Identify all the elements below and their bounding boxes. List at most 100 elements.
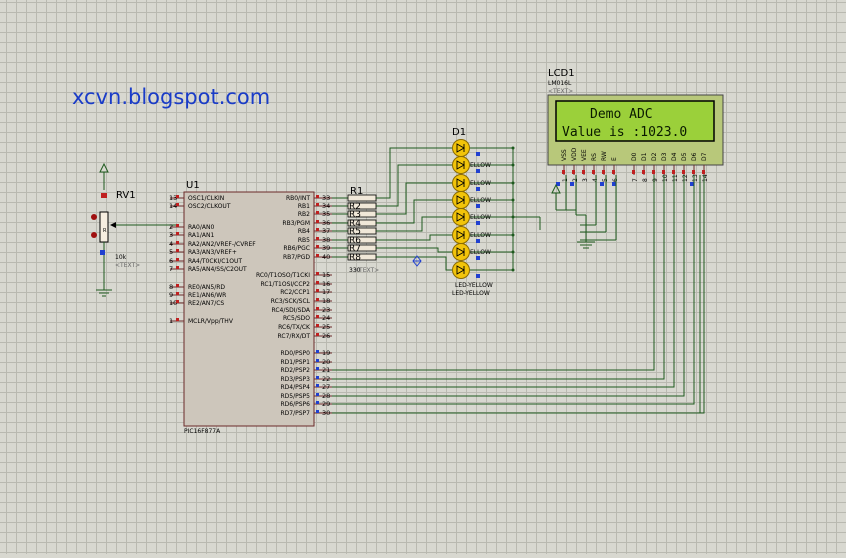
vcc-arrow-icon [99, 162, 109, 173]
rpack-text: <TEXT> [354, 267, 379, 274]
mcu-pin-marker [316, 298, 319, 301]
mcu-pin-name[interactable]: RD6/PSP6 [281, 401, 311, 408]
mcu-pin-marker [316, 410, 319, 413]
mcu-pin-name[interactable]: RD2/PSP2 [281, 367, 311, 374]
led-icon[interactable] [452, 174, 470, 192]
mcu-pin-number: 40 [322, 253, 330, 261]
mcu-pin-marker [316, 393, 319, 396]
mcu-pin-name[interactable]: RE0/AN5/RD [188, 284, 225, 291]
mcu-pin-number: 37 [322, 227, 330, 235]
mcu-pin-name[interactable]: RC7/RX/DT [278, 333, 311, 340]
wire-junction [511, 233, 515, 237]
mcu-pin-name[interactable]: RB1 [298, 203, 310, 210]
mcu-pin-number: 29 [322, 400, 330, 408]
portd-lcd-wire [332, 175, 705, 414]
mcu-pin-number: 10 [169, 299, 177, 307]
lcd-pin-name: RS [591, 153, 598, 161]
lcd-pin-name: D4 [671, 152, 678, 161]
mcu-pin-name[interactable]: RB0/INT [286, 195, 310, 202]
mcu-pin-marker [316, 281, 319, 284]
mcu-body [183, 191, 315, 427]
mcu-pin-number: 30 [322, 409, 330, 417]
mcu-pin-marker [316, 237, 319, 240]
wire-junction [511, 163, 515, 167]
mcu-pin-number: 16 [322, 280, 330, 288]
lcd-pin-name: D6 [691, 152, 698, 161]
mcu-pin-name[interactable]: OSC2/CLKOUT [188, 203, 231, 210]
mcu-pin-name[interactable]: RB2 [298, 211, 310, 218]
lcd-pin-number: 14 [702, 174, 709, 182]
potentiometer-rv1[interactable]: RV1 R 10k <TEXT> [91, 162, 140, 297]
mcu-pin-name[interactable]: RC6/TX/CK [278, 324, 311, 331]
mcu-pin-name[interactable]: RB7/PGD [283, 254, 310, 261]
mcu-pin-marker [316, 220, 319, 223]
mcu-pin-marker [316, 245, 319, 248]
mcu-pin-name[interactable]: RB4 [298, 228, 310, 235]
led-icon[interactable] [452, 156, 470, 174]
portd-lcd-wire [332, 175, 685, 397]
mcu-pin-name[interactable]: RD1/PSP1 [281, 359, 311, 366]
lcd-power-wiring [551, 175, 617, 249]
mcu-pin-name[interactable]: RD3/PSP3 [281, 376, 311, 383]
led-partial-label: ELLOW [470, 214, 491, 221]
mcu-pin-name[interactable]: OSC1/CLKIN [188, 195, 224, 202]
mcu-pin-name[interactable]: RA2/AN2/VREF-/CVREF [188, 241, 256, 248]
lcd-pin-marker [582, 170, 585, 174]
led-pin-marker [476, 221, 480, 225]
mcu-pin-name[interactable]: RC4/SDI/SDA [271, 307, 310, 314]
mcu-pin-name[interactable]: RA3/AN3/VREF+ [188, 249, 237, 256]
lcd-text: <TEXT> [548, 88, 573, 95]
mcu-pin-name[interactable]: RE2/AN7/CS [188, 300, 224, 307]
mcu-pin-name[interactable]: RC2/CCP1 [280, 289, 310, 296]
mcu-pin-number: 17 [322, 288, 330, 296]
mcu-pin-name[interactable]: RD5/PSP5 [281, 393, 311, 400]
mcu-pin-name[interactable]: RC0/T1OSO/T1CKI [256, 272, 310, 279]
led-icon[interactable] [452, 139, 470, 157]
portd-lcd-wires [332, 175, 705, 414]
mcu-pin-name[interactable]: RC5/SDO [283, 315, 310, 322]
mcu-pin-name[interactable]: RE1/AN6/WR [188, 292, 226, 299]
lcd-pin-marker [652, 170, 655, 174]
mcu-pin-number: 19 [322, 349, 330, 357]
rpack-led-wire [376, 164, 452, 207]
mcu-pin-name[interactable]: RC1/T1OSI/CCP2 [260, 281, 310, 288]
led-icon[interactable] [452, 226, 470, 244]
led-icon[interactable] [452, 261, 470, 279]
led-icon[interactable] [452, 208, 470, 226]
lcd-pin-number: 12 [682, 174, 689, 182]
resistor-label: R3 [349, 210, 361, 220]
mcu-pin-name[interactable]: RD7/PSP7 [281, 410, 311, 417]
pot-pin-top [101, 193, 107, 198]
mcu-pin-name[interactable]: RC3/SCK/SCL [271, 298, 311, 305]
mcu-pin-name[interactable]: RA1/AN1 [188, 232, 214, 239]
mcu-pin-name[interactable]: MCLR/Vpp/THV [188, 318, 234, 325]
mcu-pin-marker [316, 195, 319, 198]
rpack-led-wire [376, 234, 452, 241]
mcu-pin-number: 25 [322, 323, 330, 331]
mcu-pin-name[interactable]: RA5/AN4/SS/C2OUT [188, 266, 247, 273]
mcu-pin-name[interactable]: RD0/PSP0 [281, 350, 311, 357]
mcu-pin-number: 13 [169, 194, 177, 202]
mcu-pin-name[interactable]: RD4/PSP4 [281, 384, 311, 391]
mcu-pin-marker [316, 228, 319, 231]
mcu-pin-name[interactable]: RB5 [298, 237, 310, 244]
mcu-pin-name[interactable]: RB3/PGM [282, 220, 310, 227]
lcd-lm016l[interactable]: LCD1 LM016L <TEXT> Demo ADC Value is :10… [547, 68, 724, 186]
lcd-pin-marker [562, 170, 565, 174]
mcu-pin-name[interactable]: RB6/PGC [283, 245, 310, 252]
mcu-pin-name[interactable]: RA0/AN0 [188, 224, 214, 231]
led-icon[interactable] [452, 191, 470, 209]
lcd-line2: Value is :1023.0 [562, 125, 687, 140]
mcu-pin-name[interactable]: RA4/T0CKI/C1OUT [188, 258, 242, 265]
led-icon[interactable] [452, 243, 470, 261]
mcu-pin-number: 36 [322, 219, 330, 227]
pot-body [99, 211, 109, 243]
led-wires [376, 146, 541, 272]
mcu-pin-marker [176, 203, 179, 206]
